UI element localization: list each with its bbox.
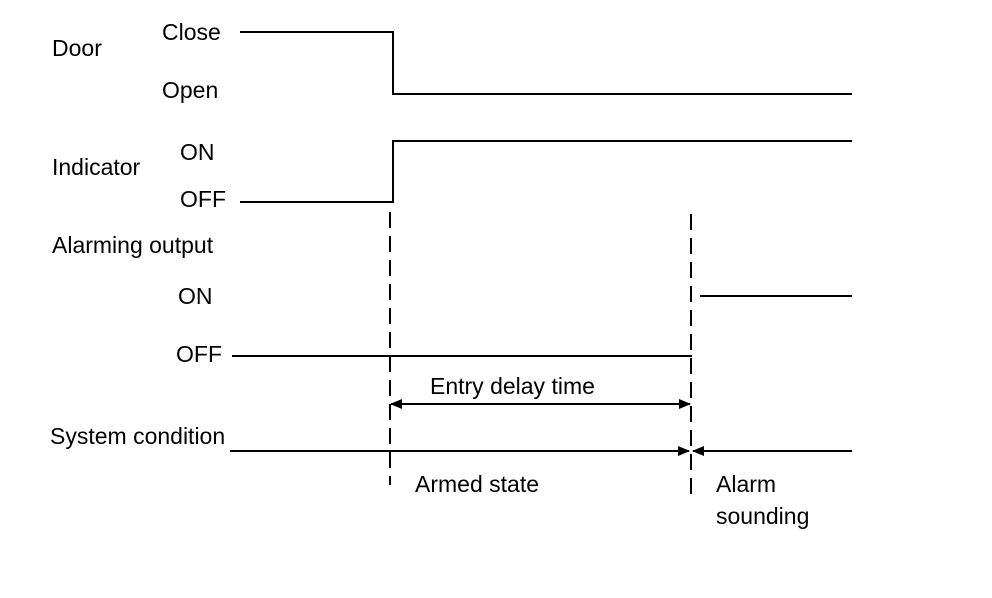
alarm-signal-name: Alarming output: [52, 232, 214, 258]
indicator-on-label: ON: [180, 139, 215, 165]
door-close-label: Close: [162, 19, 221, 45]
armed-state-label: Armed state: [415, 471, 539, 497]
indicator-signal-name: Indicator: [52, 154, 141, 180]
entry-delay-label: Entry delay time: [430, 373, 595, 399]
indicator-off-label: OFF: [180, 186, 226, 212]
door-signal-name: Door: [52, 35, 102, 61]
door-waveform: [240, 31, 852, 95]
alarm-off-label: OFF: [176, 341, 222, 367]
alarm-sounding-label-2: sounding: [716, 503, 809, 529]
alarm-sounding-label-1: Alarm: [716, 471, 776, 497]
alarm-on-label: ON: [178, 283, 213, 309]
system-signal-name: System condition: [50, 423, 225, 449]
indicator-waveform: [240, 140, 852, 203]
door-open-label: Open: [162, 77, 218, 103]
